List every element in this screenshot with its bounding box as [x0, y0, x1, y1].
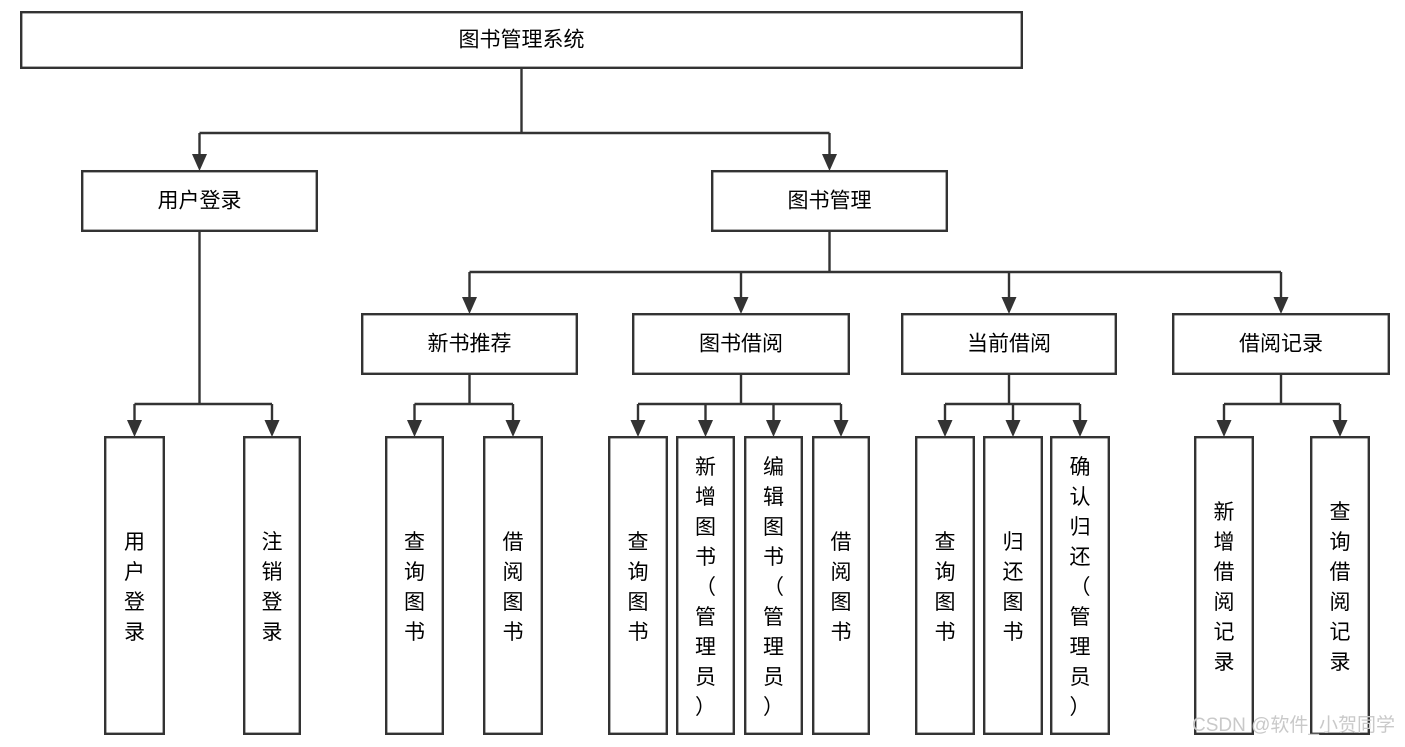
node-login-2[interactable]: 注销登录: [242, 436, 301, 736]
arrow-head-icon: [1072, 420, 1088, 437]
node-records[interactable]: 借阅记录: [1171, 313, 1390, 376]
node-label-borrow: 图书借阅: [699, 333, 783, 356]
edge-group-newbook: [407, 375, 521, 437]
node-box-records-1[interactable]: [1193, 436, 1254, 736]
node-layer: 图书管理系统用户登录图书管理用户登录注销登录新书推荐图书借阅当前借阅借阅记录查询…: [20, 10, 1390, 736]
node-label-borrow-4: 借阅图书: [831, 531, 852, 644]
node-box-newbook-2[interactable]: [483, 436, 544, 736]
edge-group-borrow: [630, 375, 849, 437]
node-label-newbook-1: 查询图书: [404, 531, 425, 644]
node-label-records-2: 查询借阅记录: [1330, 501, 1351, 674]
arrow-head-icon: [1216, 420, 1232, 437]
connector-layer: [127, 69, 1348, 437]
node-label-current-2: 归还图书: [1003, 531, 1024, 644]
node-borrow-4[interactable]: 借阅图书: [812, 436, 871, 736]
node-borrow[interactable]: 图书借阅: [632, 313, 851, 376]
node-label-records: 借阅记录: [1239, 333, 1323, 356]
edge-group-current: [937, 375, 1088, 437]
edge-group-bookmgmt: [462, 232, 1289, 314]
arrow-head-icon: [1001, 297, 1017, 314]
node-box-records[interactable]: [1171, 313, 1390, 376]
node-box-borrow-4[interactable]: [812, 436, 871, 736]
node-box-current[interactable]: [901, 313, 1118, 376]
node-current-2[interactable]: 归还图书: [983, 436, 1044, 736]
edge-group-root: [192, 69, 837, 171]
node-box-bookmgmt[interactable]: [711, 169, 949, 232]
node-box-current-3[interactable]: [1049, 436, 1110, 736]
arrow-head-icon: [822, 154, 837, 171]
arrow-head-icon: [833, 420, 849, 437]
arrow-head-icon: [766, 420, 781, 437]
node-box-root[interactable]: [20, 10, 1023, 69]
node-box-records-2[interactable]: [1309, 436, 1370, 736]
node-records-1[interactable]: 新增借阅记录: [1193, 436, 1254, 736]
arrow-head-icon: [192, 154, 207, 171]
arrow-head-icon: [937, 420, 953, 437]
node-label-borrow-2: 新增图书（管理员）: [695, 456, 716, 719]
node-label-bookmgmt: 图书管理: [788, 190, 872, 213]
arrow-head-icon: [407, 420, 422, 437]
edge-group-records: [1216, 375, 1348, 437]
node-box-current-2[interactable]: [983, 436, 1044, 736]
node-label-login: 用户登录: [158, 190, 242, 213]
node-login[interactable]: 用户登录: [80, 169, 319, 232]
node-label-login-1: 用户登录: [124, 531, 145, 644]
node-root[interactable]: 图书管理系统: [20, 10, 1023, 69]
csdn-watermark: CSDN @软件_小贺同学: [1192, 714, 1395, 736]
node-box-borrow-1[interactable]: [608, 436, 669, 736]
node-box-borrow-2[interactable]: [676, 436, 736, 736]
node-label-newbook: 新书推荐: [428, 333, 512, 356]
node-newbook-2[interactable]: 借阅图书: [483, 436, 544, 736]
arrow-head-icon: [698, 420, 713, 437]
arrow-head-icon: [1332, 420, 1348, 437]
node-box-current-1[interactable]: [915, 436, 976, 736]
node-newbook-1[interactable]: 查询图书: [385, 436, 445, 736]
node-current[interactable]: 当前借阅: [901, 313, 1118, 376]
node-box-login-1[interactable]: [103, 436, 165, 736]
node-borrow-2[interactable]: 新增图书（管理员）: [676, 436, 736, 736]
node-box-newbook-1[interactable]: [385, 436, 445, 736]
node-box-newbook[interactable]: [361, 313, 579, 376]
arrow-head-icon: [127, 420, 142, 437]
node-label-newbook-2: 借阅图书: [503, 531, 524, 644]
arrow-head-icon: [733, 297, 749, 314]
node-label-current-1: 查询图书: [935, 531, 956, 644]
arrow-head-icon: [1273, 297, 1289, 314]
arrow-head-icon: [630, 420, 646, 437]
node-borrow-3[interactable]: 编辑图书（管理员）: [744, 436, 804, 736]
node-box-login-2[interactable]: [242, 436, 301, 736]
node-bookmgmt[interactable]: 图书管理: [711, 169, 949, 232]
node-newbook[interactable]: 新书推荐: [361, 313, 579, 376]
arrow-head-icon: [462, 297, 477, 314]
arrow-head-icon: [264, 420, 280, 437]
node-login-1[interactable]: 用户登录: [103, 436, 165, 736]
node-current-3[interactable]: 确认归还（管理员）: [1049, 436, 1110, 736]
node-box-borrow-3[interactable]: [744, 436, 804, 736]
node-box-borrow[interactable]: [632, 313, 851, 376]
node-label-borrow-3: 编辑图书（管理员）: [763, 456, 784, 719]
node-box-login[interactable]: [80, 169, 319, 232]
edge-group-login: [127, 232, 280, 437]
arrow-head-icon: [505, 420, 521, 437]
node-label-records-1: 新增借阅记录: [1214, 501, 1235, 674]
node-borrow-1[interactable]: 查询图书: [608, 436, 669, 736]
node-label-root: 图书管理系统: [459, 29, 585, 52]
arrow-head-icon: [1005, 420, 1021, 437]
node-records-2[interactable]: 查询借阅记录: [1309, 436, 1370, 736]
node-label-current-3: 确认归还（管理员）: [1070, 456, 1091, 719]
node-label-borrow-1: 查询图书: [628, 531, 649, 644]
node-label-login-2: 注销登录: [262, 531, 283, 644]
node-current-1[interactable]: 查询图书: [915, 436, 976, 736]
node-label-current: 当前借阅: [967, 333, 1051, 356]
